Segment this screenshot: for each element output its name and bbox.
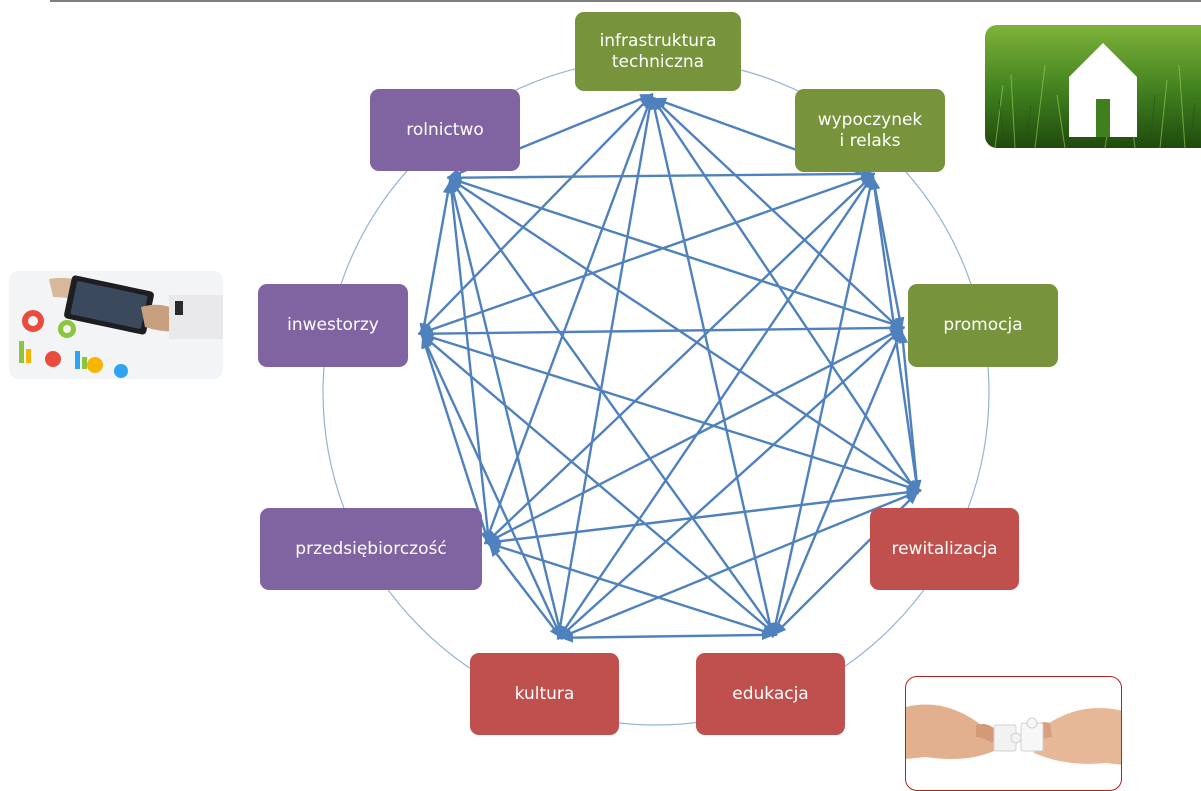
node-edukacja: edukacja (696, 653, 845, 735)
node-promocja: promocja (908, 284, 1058, 367)
arrowhead (488, 543, 501, 558)
edge-line (420, 333, 778, 637)
node-label: promocja (943, 315, 1023, 335)
arrowhead (487, 542, 502, 552)
arrowhead (639, 93, 654, 104)
node-label: edukacja (732, 683, 809, 704)
edge-line (650, 96, 775, 638)
edge-line (559, 633, 775, 640)
edge-line (448, 179, 491, 545)
node-label: przedsiębiorczość (295, 538, 447, 559)
edge-line (558, 489, 920, 640)
arrowhead (765, 622, 777, 636)
node-inwestorzy: inwestorzy (258, 284, 408, 367)
node-kultura: kultura (470, 653, 619, 735)
edge-line (419, 326, 904, 336)
node-label: wypoczynek i relaks (817, 109, 923, 151)
arrowhead (421, 334, 435, 347)
edge-layer (417, 92, 922, 643)
arrowhead (421, 335, 431, 350)
node-label: infrastruktura techniczna (599, 30, 717, 72)
edge-line (448, 176, 906, 330)
edge-line (448, 179, 564, 640)
puzzle-hands-photo (905, 676, 1122, 791)
edge-line (487, 542, 563, 640)
edge-line (417, 93, 654, 336)
node-rewitalizacja: rewitalizacja (870, 508, 1019, 590)
top-rule (50, 0, 1201, 2)
edge-line (418, 172, 875, 336)
node-wypoczynek: wypoczynek i relaks (795, 89, 945, 172)
node-rolnictwo: rolnictwo (370, 89, 520, 171)
edge-line (900, 330, 920, 494)
edge-line (485, 326, 904, 545)
node-label: rewitalizacja (891, 538, 998, 559)
node-label: kultura (514, 683, 575, 704)
arrowhead (419, 322, 430, 337)
edge-line (448, 178, 778, 637)
arrowhead (559, 632, 574, 643)
node-label: inwestorzy (287, 315, 379, 335)
edge-line (556, 95, 654, 640)
node-label: rolnictwo (406, 119, 484, 140)
edge-line (420, 334, 564, 640)
node-przedsiebiorczosc: przedsiębiorczość (260, 508, 482, 590)
arrowhead (773, 622, 787, 636)
house-icon (1069, 43, 1137, 137)
edge-line (557, 327, 904, 640)
arrowhead (554, 625, 564, 640)
edge-line (484, 173, 875, 545)
arrowhead (860, 174, 874, 187)
arrowhead (907, 479, 922, 492)
tablet-charts-photo (9, 271, 223, 379)
edge-line (771, 175, 875, 637)
edge-line (651, 96, 904, 333)
edge-line (420, 180, 452, 337)
node-infrastruktura: infrastruktura techniczna (575, 12, 741, 91)
edge-line (487, 541, 777, 637)
arrowhead (890, 319, 905, 329)
edge-line (447, 172, 875, 180)
arrowhead (639, 94, 653, 108)
edge-line (557, 174, 875, 640)
edge-line (448, 177, 922, 493)
edge-line (771, 328, 904, 637)
edge-line (420, 332, 922, 493)
grass-house-photo (985, 25, 1201, 148)
arrowhead (482, 531, 493, 545)
edge-line (651, 96, 920, 495)
arrowhead (442, 180, 453, 195)
edge-line (486, 489, 920, 545)
edge-line (483, 94, 654, 545)
